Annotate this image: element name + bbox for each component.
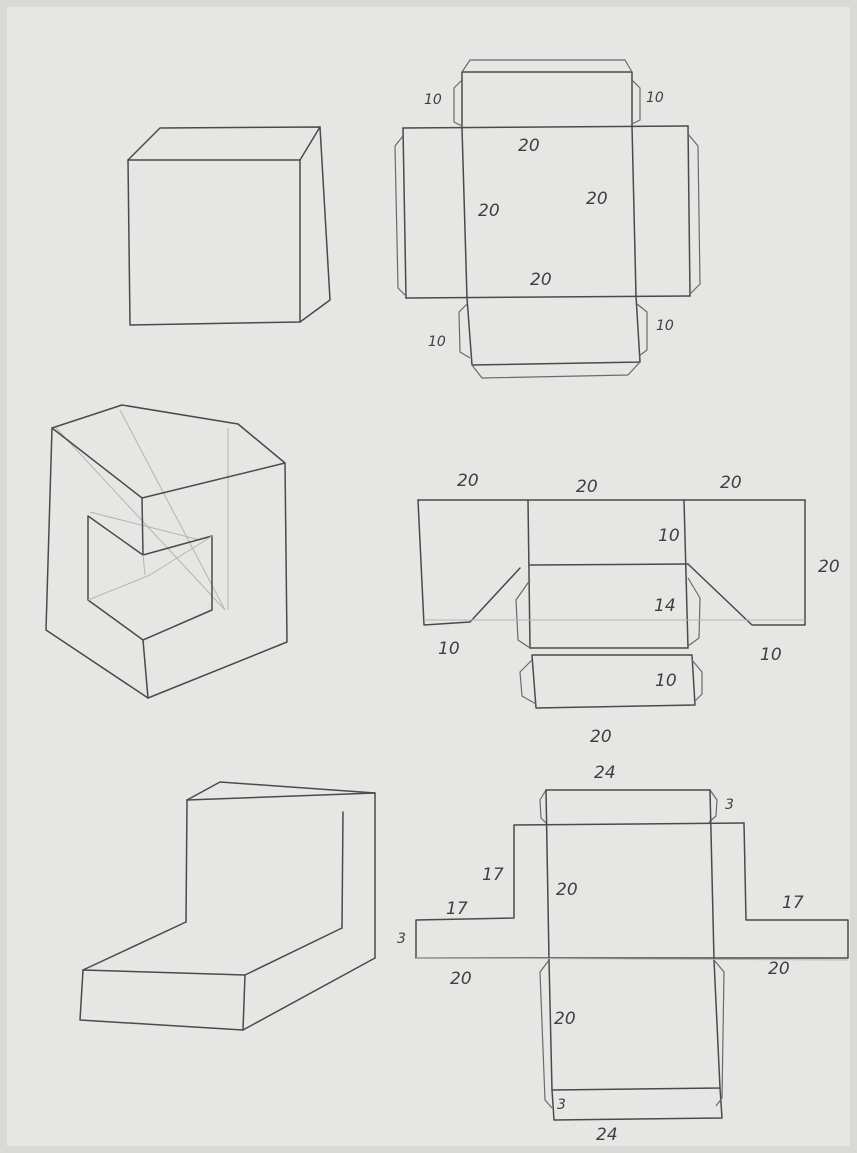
dim-l-right-arm: 17 bbox=[782, 893, 804, 913]
dim-cube-left-side: 20 bbox=[478, 201, 500, 221]
l-block-sketch bbox=[79, 781, 376, 1031]
block-left-edge bbox=[45, 427, 149, 699]
cube-top-face bbox=[127, 126, 321, 161]
dim-block-strip-2: 14 bbox=[654, 596, 676, 616]
cube-net: 10 10 20 20 20 20 10 10 bbox=[394, 59, 701, 379]
net-wing-left bbox=[417, 499, 521, 626]
dim-l-bottom-tab: 3 bbox=[557, 1097, 566, 1113]
dim-cube-top-tab-left: 10 bbox=[424, 92, 442, 108]
dim-block-bottom: 20 bbox=[590, 727, 612, 747]
cube-sketch bbox=[127, 126, 331, 326]
dim-l-step-height: 17 bbox=[482, 865, 504, 885]
dim-cube-bottom-tab-left: 10 bbox=[428, 334, 446, 350]
block-right-edge bbox=[147, 462, 288, 699]
dim-l-left-arm: 17 bbox=[446, 899, 468, 919]
l-block-net-outline bbox=[415, 822, 849, 959]
dim-block-center-top: 20 bbox=[576, 477, 598, 497]
dim-l-arm-right-bottom: 20 bbox=[768, 959, 790, 979]
l-block-net: 24 3 17 20 17 17 3 20 20 20 3 24 bbox=[397, 763, 849, 1145]
dim-block-wing-right-top: 20 bbox=[720, 473, 742, 493]
cutout-block-net: 20 20 20 10 20 14 10 10 10 20 bbox=[417, 471, 840, 747]
dim-l-bottom: 24 bbox=[596, 1125, 618, 1145]
dim-block-foot-left: 10 bbox=[438, 639, 460, 659]
dim-l-center-upper: 20 bbox=[556, 880, 578, 900]
l-block-base-front bbox=[79, 969, 246, 1031]
dim-l-arm-thickness: 3 bbox=[397, 931, 406, 947]
dim-block-right-height: 20 bbox=[818, 557, 840, 577]
dim-l-arm-left-bottom: 20 bbox=[450, 969, 472, 989]
dim-block-strip-3: 10 bbox=[655, 671, 677, 691]
dim-block-strip-1: 10 bbox=[658, 526, 680, 546]
dim-l-center-lower: 20 bbox=[554, 1009, 576, 1029]
dim-cube-right-side: 20 bbox=[586, 189, 608, 209]
dim-cube-bottom-tab-right: 10 bbox=[656, 318, 674, 334]
cube-net-bottom-flap bbox=[466, 295, 641, 366]
l-block-base-top bbox=[82, 921, 343, 976]
dim-l-top-tab: 3 bbox=[725, 797, 734, 813]
cube-net-top-flap bbox=[461, 71, 633, 129]
dim-block-wing-left-top: 20 bbox=[457, 471, 479, 491]
dim-cube-top-tab-right: 10 bbox=[646, 90, 664, 106]
cube-side-face bbox=[299, 126, 331, 323]
dim-block-foot-right: 10 bbox=[760, 645, 782, 665]
dim-l-top: 24 bbox=[594, 763, 616, 783]
net-wing-right bbox=[687, 499, 806, 626]
cutout-block-sketch bbox=[45, 404, 288, 699]
dim-cube-bottom-edge: 20 bbox=[530, 270, 552, 290]
net-bottom-strip bbox=[531, 654, 696, 709]
dim-cube-top-edge: 20 bbox=[518, 136, 540, 156]
block-top-face bbox=[51, 404, 286, 499]
